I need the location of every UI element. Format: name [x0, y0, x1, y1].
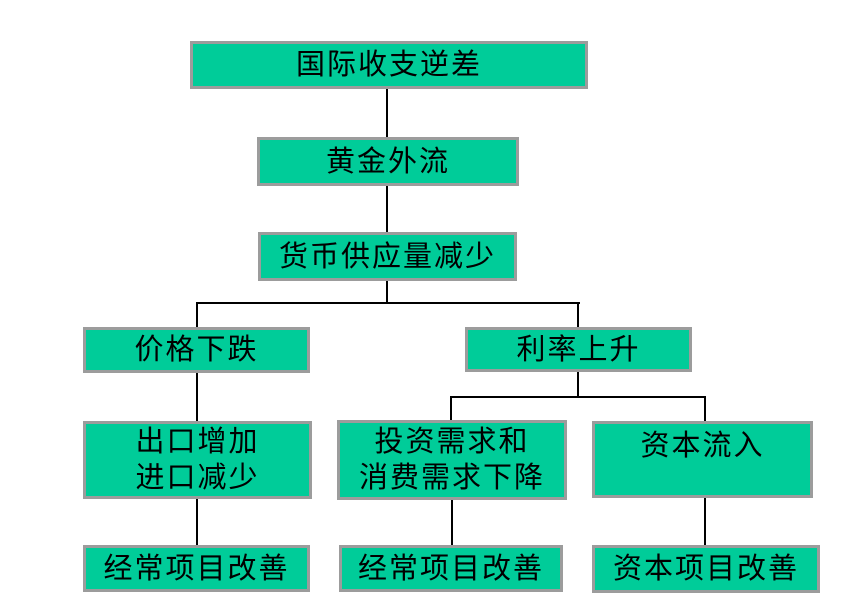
node-export-up-import-down: 出口增加 进口减少: [83, 421, 312, 499]
connector-interest-branch-stem: [577, 372, 579, 397]
connector-money-branch-stem: [386, 281, 388, 303]
node-capital-inflow: 资本流入: [592, 421, 813, 498]
connector-branch1-left-drop: [196, 303, 198, 327]
node-label-line1: 出口增加: [135, 426, 260, 458]
node-investment-consumption-demand-fall: 投资需求和 消费需求下降: [337, 420, 567, 500]
connector-demand-current: [451, 500, 453, 545]
node-label: 经常项目改善: [103, 552, 290, 585]
connector-branch2-left-drop: [450, 397, 452, 420]
node-label: 黄金外流: [325, 145, 450, 178]
node-label: 经常项目改善: [357, 552, 544, 585]
connector-deficit-gold: [386, 89, 388, 137]
node-label: 货币供应量减少: [278, 240, 496, 273]
node-price-fall: 价格下跌: [83, 327, 310, 373]
node-money-supply-decrease: 货币供应量减少: [258, 232, 517, 281]
connector-price-export: [196, 373, 198, 421]
node-label: 利率上升: [516, 333, 641, 366]
node-label-line1: 投资需求和: [374, 426, 530, 458]
node-balance-of-payments-deficit: 国际收支逆差: [190, 41, 588, 89]
node-label: 资本流入: [640, 430, 765, 462]
node-label-line2: 进口减少: [135, 462, 260, 494]
connector-export-current: [196, 499, 198, 545]
node-label-line2: 消费需求下降: [358, 462, 545, 494]
node-interest-rate-rise: 利率上升: [465, 327, 692, 372]
node-current-account-improve-left: 经常项目改善: [83, 545, 310, 592]
node-label: 国际收支逆差: [295, 49, 482, 81]
connector-branch2-right-drop: [704, 397, 706, 421]
node-label: 价格下跌: [134, 334, 259, 366]
node-gold-outflow: 黄金外流: [257, 137, 519, 186]
node-capital-account-improve: 资本项目改善: [592, 545, 820, 593]
connector-branch1-horizontal: [196, 302, 580, 304]
connector-gold-money: [386, 186, 388, 232]
node-current-account-improve-middle: 经常项目改善: [339, 545, 563, 592]
connector-capitalinflow-capitalaccount: [704, 498, 706, 545]
node-label: 资本项目改善: [612, 553, 799, 585]
connector-branch1-right-drop: [577, 303, 579, 327]
connector-branch2-horizontal: [450, 396, 706, 398]
